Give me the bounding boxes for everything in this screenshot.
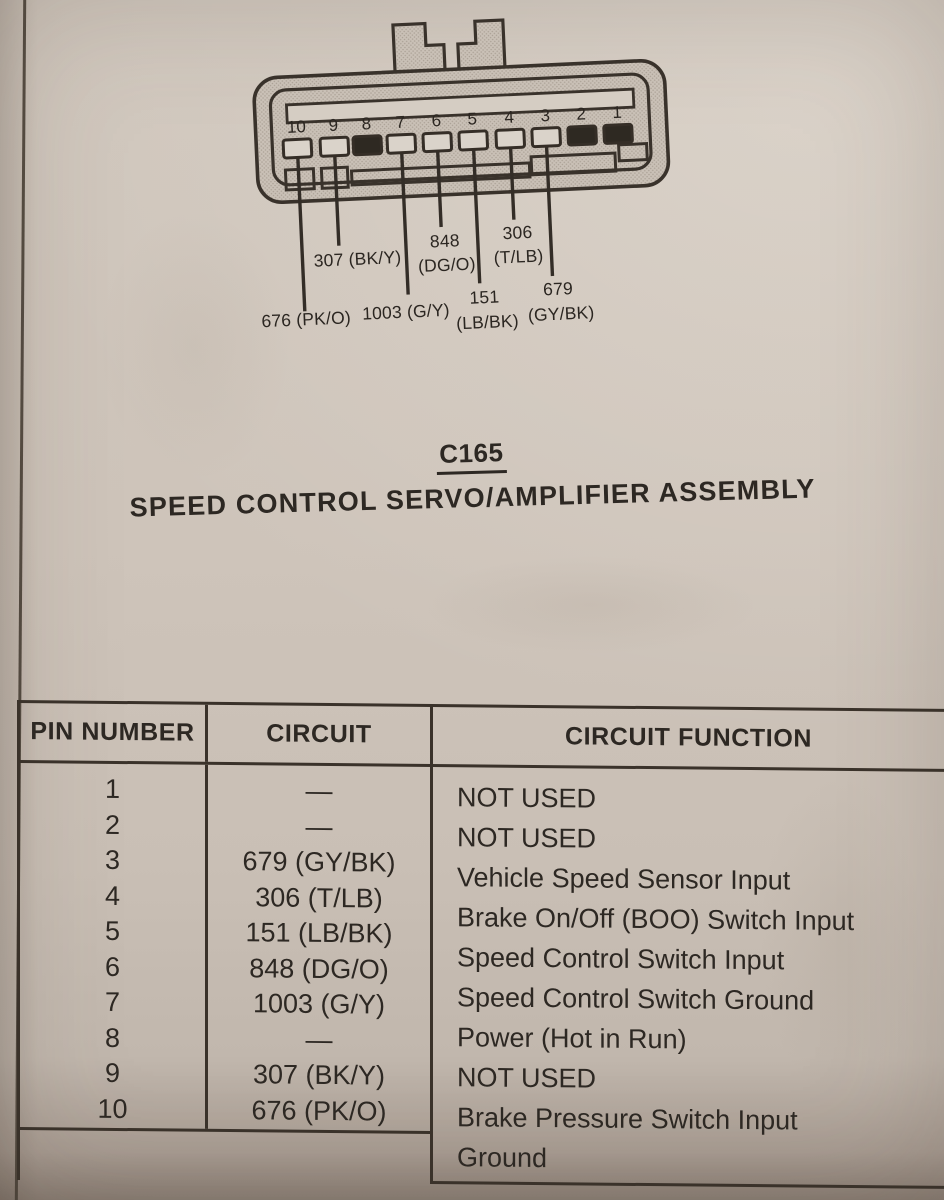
- circuit-function-cell: NOT USED: [457, 822, 597, 854]
- pin-number-label: 6: [431, 111, 441, 130]
- keying-tab: [391, 21, 447, 75]
- circuit-cell: 307 (BK/Y): [252, 1059, 386, 1091]
- circuit-function-cell: Vehicle Speed Sensor Input: [457, 862, 791, 896]
- wire-leader-line-pin4: [508, 147, 516, 220]
- pin-number-column: 1 2 3 4 5 6 7 8 9 10: [20, 763, 208, 1129]
- pin-number-cell: 4: [104, 880, 121, 911]
- pin-cavity-6: [421, 131, 454, 154]
- pin-number-label: 3: [540, 106, 550, 125]
- pinout-table: PIN NUMBER CIRCUIT CIRCUIT FUNCTION 1 2 …: [17, 700, 944, 1189]
- circuit-function-column: NOT USED NOT USED Vehicle Speed Sensor I…: [430, 766, 944, 1189]
- circuit-function-cell: NOT USED: [457, 1062, 597, 1094]
- table-header-row: PIN NUMBER CIRCUIT CIRCUIT FUNCTION: [20, 703, 944, 772]
- pin-number-cell: 8: [104, 1022, 121, 1053]
- wire-label-pin4: 306: [502, 222, 533, 243]
- column-header-circuit: CIRCUIT: [208, 704, 433, 764]
- keying-notch: [617, 142, 649, 163]
- wire-label-pin5: (LB/BK): [456, 311, 520, 334]
- pin-number-cell: 10: [97, 1093, 128, 1124]
- circuit-column: — — 679 (GY/BK) 306 (T/LB) 151 (LB/BK) 8…: [208, 765, 430, 1131]
- connector-title: SPEED CONTROL SERVO/AMPLIFIER ASSEMBLY: [129, 473, 817, 523]
- connector-face: [268, 72, 653, 187]
- pin-number-label: 9: [328, 116, 338, 135]
- connector-id: C165: [435, 437, 508, 475]
- pin-number-label: 10: [287, 117, 307, 137]
- pin-cavity-1-blocked: [602, 122, 634, 145]
- pin-cavity-2-blocked: [566, 124, 598, 147]
- pin-number-cell: 1: [104, 773, 121, 804]
- wire-label-pin6: 848: [429, 230, 460, 251]
- keying-notch: [529, 151, 618, 177]
- pin-cavity-7: [385, 132, 418, 155]
- connector-diagram-area: 10 9 8 7 6 5 4 3 2 1 307 (BK/Y) 848 (DG/…: [215, 1, 710, 357]
- pin-number-label: 5: [467, 109, 477, 128]
- keying-tab: [456, 18, 507, 73]
- circuit-cell: —: [305, 1024, 333, 1055]
- circuit-cell: 306 (T/LB): [255, 881, 383, 914]
- wire-label-pin9: 307 (BK/Y): [313, 247, 401, 271]
- wire-label-pin5: 151: [469, 286, 500, 307]
- table-body: 1 2 3 4 5 6 7 8 9 10 — — 679 (GY/BK) 306…: [20, 763, 944, 1189]
- wire-leader-line-pin9: [333, 155, 341, 246]
- keying-notch: [349, 161, 532, 187]
- connector-diagram: 10 9 8 7 6 5 4 3 2 1 307 (BK/Y) 848 (DG/…: [252, 18, 671, 334]
- pin-number-cell: 9: [104, 1057, 121, 1088]
- wire-leader-line-pin3: [544, 146, 555, 277]
- wire-leader-line-pin5: [471, 149, 482, 284]
- circuit-function-cell: Brake Pressure Switch Input: [457, 1102, 798, 1136]
- wire-label-pin3: 679: [543, 278, 574, 299]
- pin-cavity-8-blocked: [351, 134, 384, 157]
- pin-number-label: 4: [504, 108, 514, 127]
- pin-number-cell: 2: [104, 809, 121, 840]
- circuit-cell: 848 (DG/O): [249, 952, 389, 985]
- circuit-cell: —: [305, 811, 333, 842]
- circuit-function-cell: Speed Control Switch Ground: [457, 982, 815, 1016]
- wire-leader-line-pin6: [435, 150, 443, 228]
- pin-cavity-9: [318, 135, 351, 158]
- wire-label-pin4: (T/LB): [493, 245, 544, 267]
- pin-number-cell: 6: [104, 951, 121, 982]
- pin-cavity-4: [494, 127, 526, 150]
- circuit-cell: 151 (LB/BK): [245, 917, 393, 949]
- wire-leader-line-pin10: [296, 157, 307, 312]
- circuit-cell: 1003 (G/Y): [252, 988, 386, 1020]
- pin-number-cell: 7: [104, 986, 121, 1017]
- diagram-caption: C165 SPEED CONTROL SERVO/AMPLIFIER ASSEM…: [0, 425, 944, 527]
- column-header-pin-number: PIN NUMBER: [20, 703, 208, 762]
- pin-cavity-10: [281, 137, 314, 160]
- pin-number-label: 2: [576, 104, 586, 123]
- wire-leader-line-pin7: [400, 152, 410, 295]
- wire-label-pin10: 676 (PK/O): [261, 307, 351, 331]
- wire-label-pin3: (GY/BK): [527, 302, 594, 325]
- circuit-function-cell: Speed Control Switch Input: [457, 942, 785, 976]
- connector-slot: [284, 87, 636, 125]
- pin-number-label: 7: [395, 113, 405, 132]
- circuit-cell: 679 (GY/BK): [242, 846, 396, 878]
- pin-number-cell: 3: [104, 844, 121, 875]
- pin-number-label: 8: [361, 114, 371, 133]
- circuit-function-cell: NOT USED: [457, 782, 597, 814]
- bleed-through-smudge: [420, 555, 760, 655]
- circuit-function-cell: Ground: [457, 1142, 548, 1174]
- circuit-cell: —: [305, 775, 333, 807]
- wire-label-pin6: (DG/O): [418, 253, 476, 276]
- pin-number-cell: 5: [104, 915, 121, 946]
- pin-and-circuit-columns: 1 2 3 4 5 6 7 8 9 10 — — 679 (GY/BK) 306…: [20, 763, 430, 1134]
- pin-cavity-5: [457, 129, 490, 152]
- pin-cavity-3: [530, 126, 562, 149]
- column-header-circuit-function: CIRCUIT FUNCTION: [564, 722, 813, 753]
- wire-label-pin7: 1003 (G/Y): [362, 300, 450, 324]
- circuit-cell: 676 (PK/O): [251, 1094, 387, 1127]
- pin-number-label: 1: [612, 103, 622, 122]
- circuit-function-cell: Power (Hot in Run): [457, 1022, 687, 1055]
- circuit-function-cell: Brake On/Off (BOO) Switch Input: [457, 902, 855, 937]
